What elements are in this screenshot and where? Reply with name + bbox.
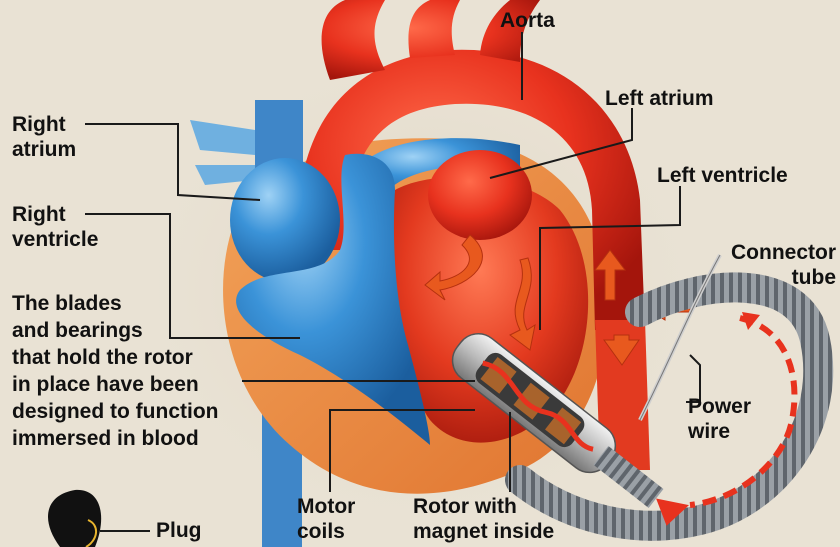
label-left-ventricle: Left ventricle xyxy=(657,163,788,188)
label-left-atrium: Left atrium xyxy=(605,86,714,111)
label-right-atrium: Right atrium xyxy=(12,112,76,162)
label-right-ventricle: Right ventricle xyxy=(12,202,98,252)
left-atrium-chamber xyxy=(428,150,532,240)
label-rotor: Rotor with magnet inside xyxy=(413,494,554,544)
label-power-wire: Power wire xyxy=(688,394,751,444)
label-plug: Plug xyxy=(156,518,202,543)
plug-icon xyxy=(48,490,101,547)
label-motor-coils: Motor coils xyxy=(297,494,355,544)
label-aorta: Aorta xyxy=(500,8,555,33)
right-atrium-chamber xyxy=(230,158,340,282)
label-connector-tube: Connector tube xyxy=(718,240,836,290)
label-blades-note: The blades and bearings that hold the ro… xyxy=(12,290,218,452)
